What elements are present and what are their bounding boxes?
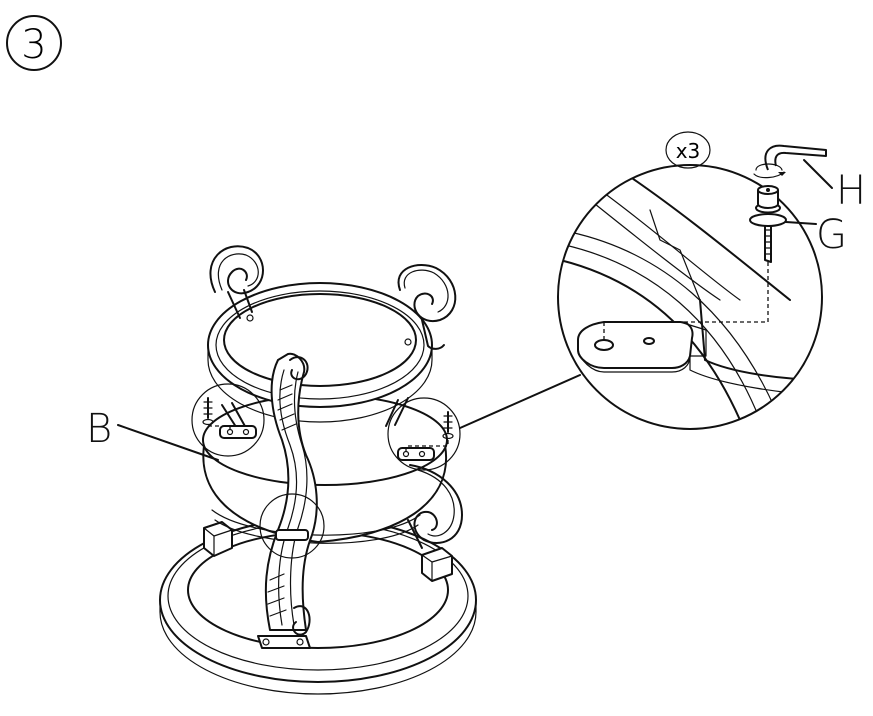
top-scroll-right bbox=[397, 264, 457, 350]
callout-left bbox=[191, 383, 265, 457]
base-feet bbox=[203, 521, 453, 649]
label-g: G bbox=[816, 212, 847, 258]
bolt-guide bbox=[603, 262, 769, 340]
step-circle bbox=[6, 15, 62, 71]
callout-front bbox=[259, 493, 325, 559]
step-badge: 3 bbox=[6, 15, 62, 71]
label-b-leader bbox=[117, 424, 219, 461]
callout-right bbox=[387, 397, 461, 471]
detail-leader bbox=[459, 374, 581, 429]
label-b: B bbox=[86, 406, 112, 452]
top-scroll-left bbox=[209, 245, 264, 319]
step-number: 3 bbox=[21, 22, 46, 68]
right-scroll bbox=[407, 464, 463, 549]
hex-key-h bbox=[753, 144, 827, 179]
quantity-label: x3 bbox=[676, 139, 701, 163]
front-leg bbox=[264, 352, 318, 636]
label-h: H bbox=[836, 168, 866, 214]
label-h-leader bbox=[803, 159, 833, 189]
bolt-g bbox=[749, 185, 787, 263]
quantity-badge: x3 bbox=[665, 131, 711, 169]
magnified-detail bbox=[557, 164, 823, 430]
label-g-leader bbox=[785, 221, 817, 225]
top-ring bbox=[207, 282, 433, 423]
